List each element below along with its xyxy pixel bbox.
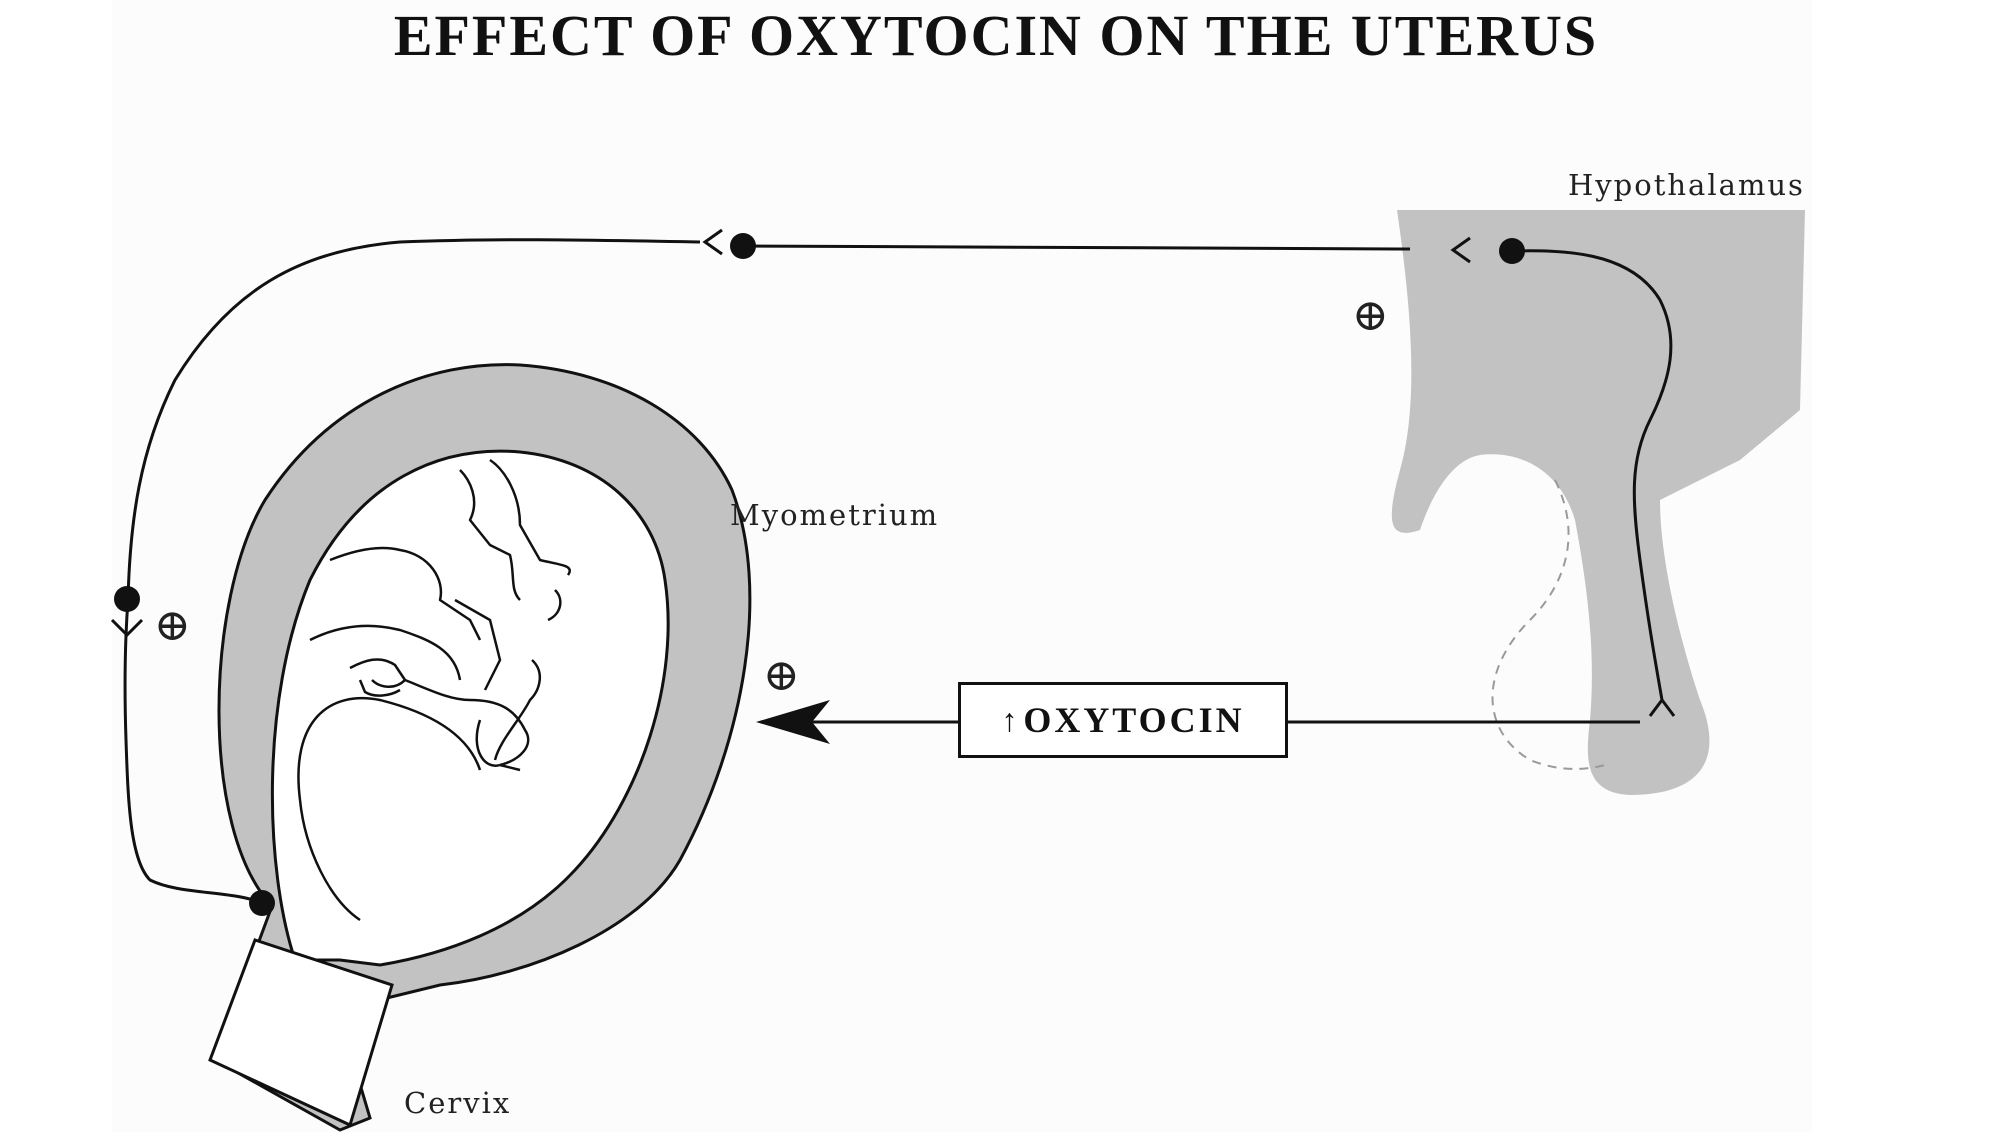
hypothalamus-label: Hypothalamus xyxy=(1568,168,1805,202)
synapse-left xyxy=(114,586,140,612)
synapse-terminal-left xyxy=(110,618,144,638)
hypothalamus-pituitary-region xyxy=(1391,210,1805,795)
synapse-cervix xyxy=(249,890,275,916)
axon-terminal-pituitary xyxy=(1648,697,1676,717)
afferent-nerve-pathway xyxy=(123,238,701,905)
diagram-title: EFFECT OF OXYTOCIN ON THE UTERUS xyxy=(393,3,1599,68)
cervix-canal xyxy=(208,938,394,1128)
uterine-cavity xyxy=(270,449,670,967)
oxytocin-label: OXYTOCIN xyxy=(1023,700,1245,740)
synapse-terminal-top xyxy=(702,228,723,256)
synapse-terminal-hypothalamus xyxy=(1450,236,1471,264)
oxytocin-arrowhead xyxy=(756,700,830,744)
increase-arrow-icon: ↑ xyxy=(1001,701,1018,738)
nerve-segment-top xyxy=(742,244,1411,251)
fetus-drawing xyxy=(297,458,571,922)
stimulation-symbol-myometrium: ⊕ xyxy=(763,650,800,701)
hypothalamic-axon xyxy=(1511,249,1673,701)
myometrium-label: Myometrium xyxy=(730,498,940,532)
stimulation-symbol-hypothalamus: ⊕ xyxy=(1352,290,1389,341)
cervix-label: Cervix xyxy=(404,1086,512,1120)
oxytocin-box: ↑ OXYTOCIN xyxy=(958,682,1288,758)
stimulation-symbol-nerve: ⊕ xyxy=(154,600,191,651)
